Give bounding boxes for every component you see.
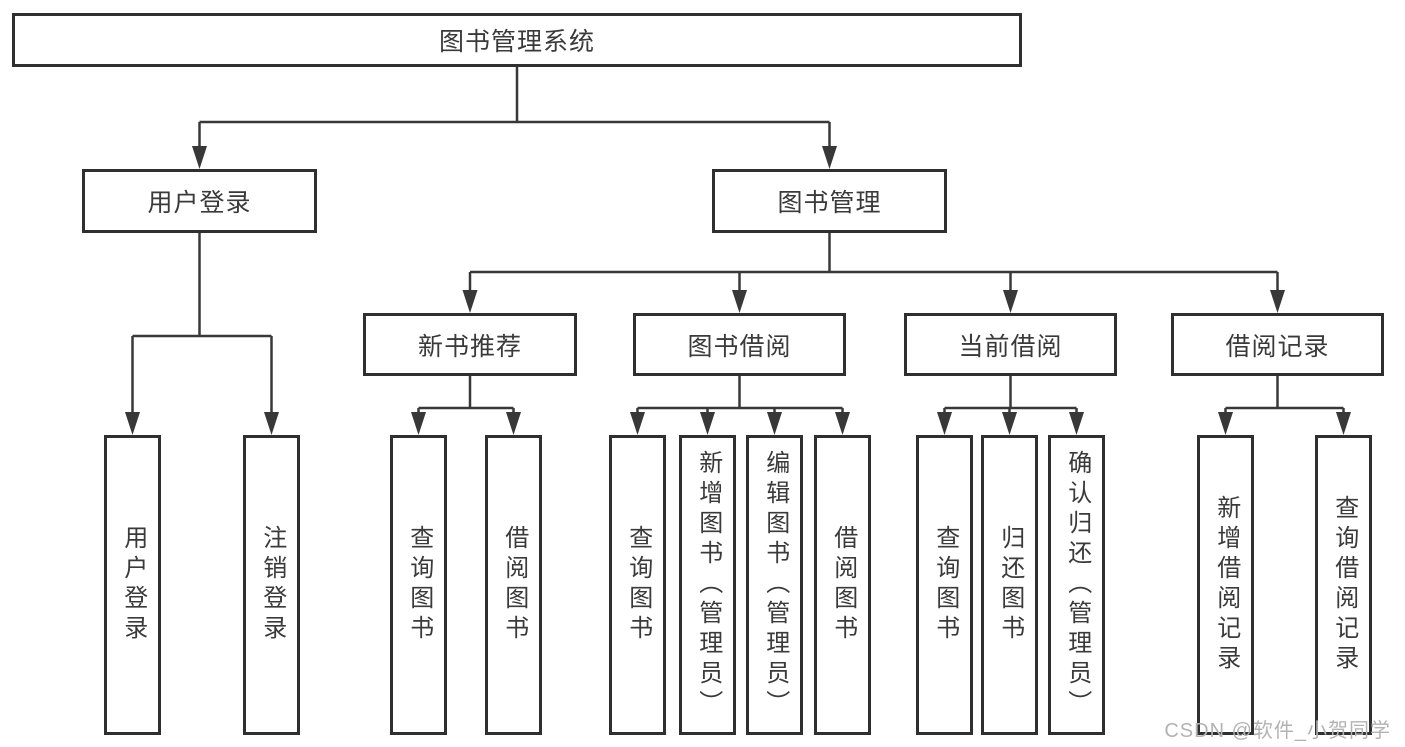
leaf-borrow-books-1: 借阅图书 [485,435,542,735]
arrowhead-icon [1002,412,1017,435]
node-new-book-recommend: 新书推荐 [363,313,577,376]
node-current-borrow: 当前借阅 [904,313,1117,376]
arrowhead-icon [937,412,952,435]
leaf-query-books-2: 查询图书 [609,435,666,735]
leaf-label: 借阅图书 [500,525,528,645]
arrowhead-icon [767,412,782,435]
leaf-label: 注销登录 [258,525,286,645]
leaf-confirm-return-admin: 确认归还（管理员） [1048,435,1105,735]
leaf-label: 查询图书 [931,525,959,645]
csdn-watermark: CSDN @软件_小贺同学 [1164,720,1391,742]
leaf-edit-books-admin: 编辑图书（管理员） [746,435,803,735]
leaf-label: 确认归还（管理员） [1063,450,1091,720]
connector-root-to-level2 [198,67,831,148]
arrowhead-icon [462,290,478,313]
connector-user-login-to-leaves [131,233,273,414]
arrowhead-icon [1270,290,1285,313]
leaf-query-borrow-record: 查询借阅记录 [1315,435,1372,735]
arrowhead-icon [506,412,521,435]
arrowhead-icon [630,412,645,435]
leaf-label: 编辑图书（管理员） [761,450,789,720]
leaf-add-borrow-record: 新增借阅记录 [1197,435,1254,735]
arrowhead-icon [700,412,715,435]
node-book-management: 图书管理 [712,169,947,233]
leaf-borrow-books-2: 借阅图书 [814,435,871,735]
node-book-borrow: 图书借阅 [633,313,846,376]
leaf-user-login: 用户登录 [104,435,161,735]
node-user-login: 用户登录 [82,169,317,233]
arrowhead-icon [1069,412,1084,435]
leaf-label: 查询图书 [624,525,652,645]
leaf-label: 新增图书（管理员） [694,450,722,720]
arrowhead-icon [1003,290,1018,313]
node-borrow-records: 借阅记录 [1171,313,1384,376]
leaf-label: 借阅图书 [829,525,857,645]
arrowhead-icon [125,412,140,435]
connector-new-books-to-leaves [417,376,515,414]
arrowhead-icon [732,290,747,313]
connector-current-borrow-to-leaves [943,376,1078,414]
leaf-return-books: 归还图书 [981,435,1038,735]
leaf-label: 查询借阅记录 [1330,495,1358,675]
arrowhead-icon [1336,412,1351,435]
connector-book-mgmt-to-level3 [468,233,1279,292]
connector-book-borrow-to-leaves [636,376,844,414]
leaf-label: 归还图书 [996,525,1024,645]
node-root: 图书管理系统 [12,13,1022,67]
arrowhead-icon [822,146,837,169]
leaf-label: 用户登录 [119,525,147,645]
connector-borrow-records-to-leaves [1224,376,1345,414]
arrowhead-icon [1218,412,1233,435]
arrowhead-icon [264,412,279,435]
leaf-query-books-1: 查询图书 [390,435,447,735]
leaf-label: 新增借阅记录 [1212,495,1240,675]
arrowhead-icon [411,412,426,435]
leaf-query-books-3: 查询图书 [916,435,973,735]
leaf-label: 查询图书 [405,525,433,645]
leaf-logout: 注销登录 [243,435,300,735]
arrowhead-icon [835,412,850,435]
arrowhead-icon [192,146,207,169]
leaf-add-books-admin: 新增图书（管理员） [679,435,736,735]
